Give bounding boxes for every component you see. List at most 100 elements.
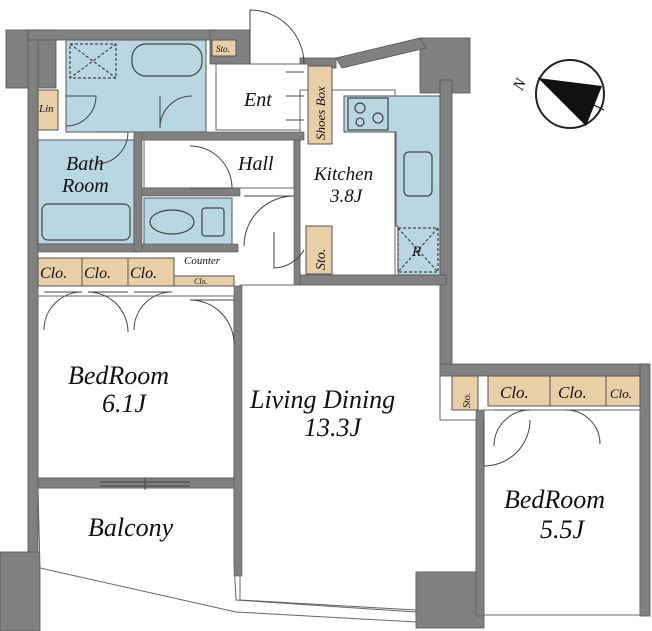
closet-4: [173, 275, 235, 287]
label-clo-1: Clo.: [40, 265, 67, 282]
door-shoes: [286, 71, 304, 121]
window-tracks: [100, 478, 190, 490]
label-clo-6: Clo.: [558, 383, 587, 402]
entry-door: [249, 9, 305, 65]
toilet-tank: [201, 207, 225, 237]
floors: [37, 63, 641, 623]
wet-areas: [37, 39, 441, 276]
wall-bed2-left: [475, 409, 485, 617]
closet-1: [37, 257, 83, 287]
wall-toilet-top: [133, 187, 241, 197]
hall-floor: [143, 139, 295, 189]
label-living-size: 13.3J: [304, 413, 363, 442]
label-bedroom1-size: 6.1J: [102, 389, 148, 418]
compass: N: [510, 59, 605, 129]
burner-2: [372, 112, 384, 124]
wall-top-left: [27, 29, 217, 41]
door-clo1: [43, 291, 83, 331]
doors: [43, 9, 601, 467]
wall-bed1-right: [233, 285, 243, 577]
label-clo-5: Clo.: [500, 383, 529, 402]
label-clo-2: Clo.: [84, 265, 111, 282]
closets: [37, 39, 641, 411]
sto-right-box: [451, 375, 479, 411]
column-bottom-left: [0, 551, 41, 631]
kitchen-sink: [403, 151, 433, 197]
label-sto-right: Sto.: [462, 393, 473, 408]
room-labels: Ent Shoes Box Sto. Lin Bath Room Hall Ki…: [38, 44, 632, 544]
ent-floor: [215, 63, 309, 131]
fridge-space: [397, 227, 439, 273]
label-hall: Hall: [237, 153, 274, 175]
door-clo3: [133, 291, 173, 331]
label-living-name: Living Dining: [249, 385, 395, 414]
label-bedroom2-name: BedRoom: [504, 485, 605, 514]
wall-left: [27, 29, 39, 561]
door-hall-living: [243, 195, 295, 247]
wall-right-upper: [439, 79, 453, 371]
door-clo2: [87, 291, 129, 333]
wall-kitchen-diagonal: [335, 37, 427, 69]
label-shoes-box: Shoes Box: [313, 86, 328, 140]
wall-right-lower: [639, 363, 651, 617]
label-sto-top: Sto.: [216, 44, 230, 54]
label-kitchen-size: 3.8J: [329, 186, 364, 207]
label-bedroom2-size: 5.5J: [540, 515, 586, 544]
fixtures: [41, 43, 439, 273]
closet-2: [81, 257, 129, 287]
wall-kitchen-left: [293, 139, 301, 286]
compass-axis: [537, 77, 605, 111]
door-clo5: [493, 409, 531, 447]
door-sto-mid: [273, 232, 305, 269]
label-sto-mid: Sto.: [314, 249, 329, 270]
partitions: [37, 131, 485, 617]
closet-5: [487, 375, 551, 407]
label-kitchen: Kitchen: [313, 164, 373, 185]
toilet-bowl: [149, 209, 195, 235]
wall-step-right: [439, 363, 649, 377]
washroom: [65, 39, 207, 133]
bathtub: [41, 203, 131, 241]
label-bedroom1-name: BedRoom: [68, 361, 169, 390]
toilet: [143, 197, 233, 251]
door-toilet: [189, 145, 233, 189]
washer-box: [69, 43, 117, 79]
wall-bath-right: [133, 131, 143, 253]
door-bed1: [189, 299, 235, 345]
bathroom: [37, 139, 135, 245]
sto-top-box: [211, 39, 237, 57]
label-clo-4: Clo.: [194, 277, 208, 286]
washbasin: [131, 43, 203, 77]
door-bed2: [483, 419, 531, 467]
door-bath: [95, 131, 129, 165]
sto-mid-box: [305, 225, 333, 275]
compass-needle-icon: [538, 78, 602, 126]
door-washroom: [159, 95, 193, 129]
door-clo6: [565, 409, 601, 445]
shoes-box: [307, 65, 333, 145]
wall-kitchen-lower: [295, 274, 447, 286]
label-refrigerator: R: [411, 244, 421, 260]
column-bottom-mid: [415, 571, 485, 629]
label-counter: Counter: [184, 255, 221, 267]
closet-6: [549, 375, 607, 407]
burner-3: [355, 117, 365, 127]
burner-1: [354, 102, 366, 114]
compass-n-label: N: [510, 75, 531, 94]
label-clo-3: Clo.: [130, 265, 157, 282]
washer-x2: [69, 43, 117, 79]
lin-box: [37, 89, 59, 131]
label-clo-7: Clo.: [610, 386, 632, 401]
walls: [0, 29, 651, 631]
closet-3: [127, 257, 175, 287]
label-lin: Lin: [38, 103, 54, 115]
label-bath-1: Bath: [66, 153, 104, 175]
wall-hall-top: [133, 131, 305, 141]
label-balcony: Balcony: [88, 513, 174, 542]
bedroom1-floor: [37, 295, 235, 479]
label-bath-2: Room: [61, 175, 109, 197]
stove: [347, 97, 389, 131]
label-ent: Ent: [243, 89, 272, 111]
door-lin: [65, 95, 97, 127]
